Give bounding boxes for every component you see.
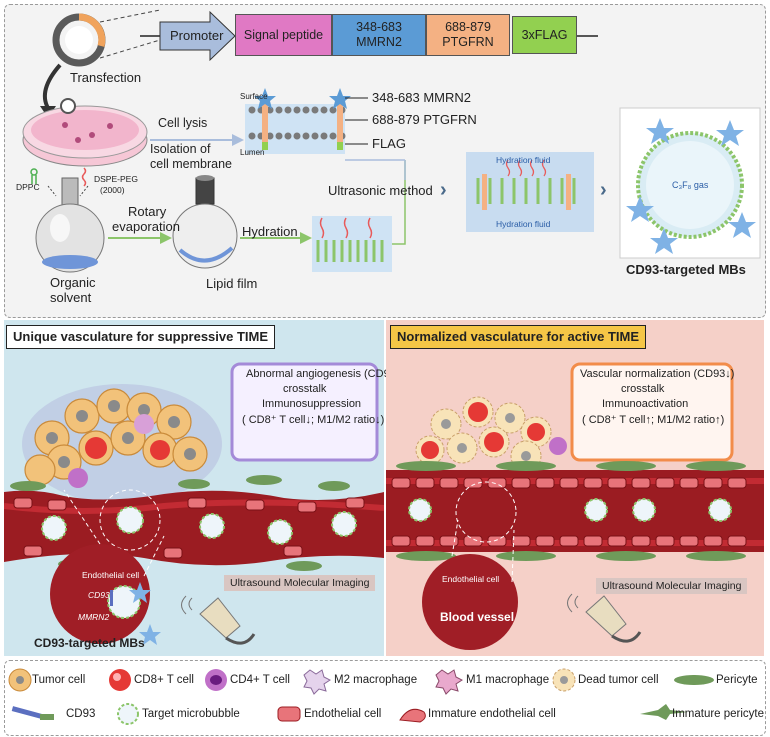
right-imaging-label: Ultrasound Molecular Imaging bbox=[596, 578, 748, 594]
left-endothelial-label: Endothelial cell bbox=[82, 570, 140, 580]
left-mmrn2-label: MMRN2 bbox=[78, 612, 110, 622]
surface-label: Surface bbox=[240, 92, 268, 101]
m2-macrophage-icon bbox=[303, 669, 331, 695]
right-info-line2: Immunoactivation bbox=[602, 398, 689, 410]
ultrasound-probe-icon bbox=[181, 595, 256, 645]
signal-peptide-box: Signal peptide bbox=[235, 14, 332, 56]
ptgfrn-domain-label: 688-879 PTGFRN bbox=[372, 112, 477, 127]
legend-dead: Dead tumor cell bbox=[578, 674, 659, 686]
organic-solvent-label-1: Organic bbox=[50, 275, 96, 290]
lumen-label: Lumen bbox=[240, 148, 265, 157]
mmrn2-range: 348-683 bbox=[356, 20, 402, 34]
legend-endothelial: Endothelial cell bbox=[304, 708, 382, 720]
ptgfrn-label: PTGFRN bbox=[442, 35, 494, 49]
cd93-icon bbox=[11, 706, 54, 720]
cell-lysis-label: Cell lysis bbox=[158, 116, 208, 130]
cd93-mbs-label: CD93-targeted MBs bbox=[626, 262, 746, 277]
left-info-crosstalk: crosstalk bbox=[283, 383, 327, 395]
left-cd93-label: CD93 bbox=[88, 590, 110, 600]
left-info-line2: Immunosuppression bbox=[262, 398, 362, 410]
active-vasculature-graphic bbox=[386, 362, 764, 650]
legend-cd4: CD4+ T cell bbox=[230, 674, 290, 686]
legend-m1: M1 macrophage bbox=[466, 674, 550, 686]
svg-text:›: › bbox=[440, 179, 447, 201]
promoter-arrow bbox=[159, 10, 236, 62]
cd4-t-cell-icon bbox=[205, 669, 227, 691]
immature-endothelial-cell-icon bbox=[399, 708, 426, 723]
hydrated-lipid-layer bbox=[312, 216, 392, 272]
legend-cd93: CD93 bbox=[66, 708, 96, 720]
rotary-label-2: evaporation bbox=[112, 219, 180, 234]
cd93-targeted-microbubble-graphic bbox=[619, 107, 761, 259]
isolation-label-2: cell membrane bbox=[150, 157, 232, 171]
right-info-crosstalk: crosstalk bbox=[621, 383, 665, 395]
right-endothelial-label: Endothelial cell bbox=[442, 574, 500, 584]
legend-icons bbox=[8, 668, 714, 725]
signal-peptide-label: Signal peptide bbox=[243, 27, 324, 42]
hydration-fluid-top-label: Hydration fluid bbox=[496, 155, 551, 165]
ultrasonic-membrane-diagram bbox=[466, 152, 594, 232]
cd8-t-cell-icon bbox=[109, 669, 131, 691]
left-imaging-label: Ultrasound Molecular Imaging bbox=[224, 575, 376, 591]
suppressive-vasculature-graphic bbox=[4, 362, 384, 645]
target-microbubble-icon bbox=[117, 703, 139, 725]
plasmid-icon bbox=[52, 13, 106, 67]
left-info-line1: Abnormal angiogenesis (CD93↑) bbox=[246, 368, 405, 380]
svg-text:›: › bbox=[600, 179, 607, 201]
ultrasound-probe-icon-right bbox=[567, 593, 642, 643]
hydration-fluid-bottom-label: Hydration fluid bbox=[496, 219, 551, 229]
immature-pericyte-icon bbox=[640, 704, 688, 720]
dppc-label: DPPC bbox=[16, 182, 40, 192]
hydration-label: Hydration bbox=[242, 224, 298, 239]
legend-immature-endothelial: Immature endothelial cell bbox=[428, 708, 556, 720]
isolation-label-1: Isolation of bbox=[150, 142, 211, 156]
gas-label: C₃F₈ gas bbox=[672, 180, 709, 190]
rotary-label-1: Rotary bbox=[128, 204, 167, 219]
lipid-film-flask-icon bbox=[172, 175, 238, 269]
legend-pericyte: Pericyte bbox=[716, 674, 758, 686]
legend-immature-pericyte: Immature pericyte bbox=[672, 708, 765, 720]
legend-cd8: CD8+ T cell bbox=[134, 674, 194, 686]
dppc-lipid-icon bbox=[30, 168, 38, 184]
right-panel-header: Normalized vasculature for active TIME bbox=[390, 325, 647, 349]
dspe-peg-lipid-icon bbox=[81, 167, 87, 187]
right-info-line1: Vascular normalization (CD93↓) bbox=[580, 368, 735, 380]
left-info-line3: ( CD8⁺ T cell↓; M1/M2 ratio↓) bbox=[242, 414, 385, 426]
pericyte-icon bbox=[674, 675, 714, 685]
legend-tumor-cell: Tumor cell bbox=[32, 674, 86, 686]
m1-macrophage-icon bbox=[435, 669, 463, 695]
left-mbs-label: CD93-targeted MBs bbox=[34, 636, 145, 650]
workflow-graphics: › › bbox=[22, 9, 761, 273]
flag-box: 3xFLAG bbox=[512, 16, 577, 54]
dspe-peg-label-1: DSPE-PEG bbox=[94, 174, 138, 184]
organic-solvent-label-2: solvent bbox=[50, 290, 92, 305]
lipid-film-label: Lipid film bbox=[206, 276, 258, 291]
petri-dish-icon bbox=[22, 98, 148, 167]
tumor-cell-icon bbox=[8, 668, 32, 692]
endothelial-cell-icon bbox=[277, 706, 301, 722]
mmrn2-domain-label: 348-683 MMRN2 bbox=[372, 90, 471, 105]
promoter-label: Promoter bbox=[170, 28, 224, 43]
ultrasonic-method-label: Ultrasonic method bbox=[328, 183, 433, 198]
ptgfrn-range: 688-879 bbox=[445, 20, 491, 34]
dspe-peg-label-2: (2000) bbox=[100, 185, 125, 195]
flag-tag-label: FLAG bbox=[372, 136, 406, 151]
round-flask-icon bbox=[35, 177, 105, 273]
cell-membrane-diagram bbox=[245, 88, 351, 154]
right-info-line3: ( CD8⁺ T cell↑; M1/M2 ratio↑) bbox=[582, 414, 725, 426]
left-panel-header: Unique vasculature for suppressive TIME bbox=[6, 325, 276, 349]
mmrn2-label: MMRN2 bbox=[356, 35, 402, 49]
flag-label: 3xFLAG bbox=[521, 27, 568, 42]
dead-tumor-cell-icon bbox=[552, 668, 576, 692]
legend-target-mb: Target microbubble bbox=[142, 708, 240, 720]
right-blood-vessel-label: Blood vessel bbox=[440, 610, 515, 624]
legend-m2: M2 macrophage bbox=[334, 674, 418, 686]
transfection-label: Transfection bbox=[70, 70, 142, 85]
